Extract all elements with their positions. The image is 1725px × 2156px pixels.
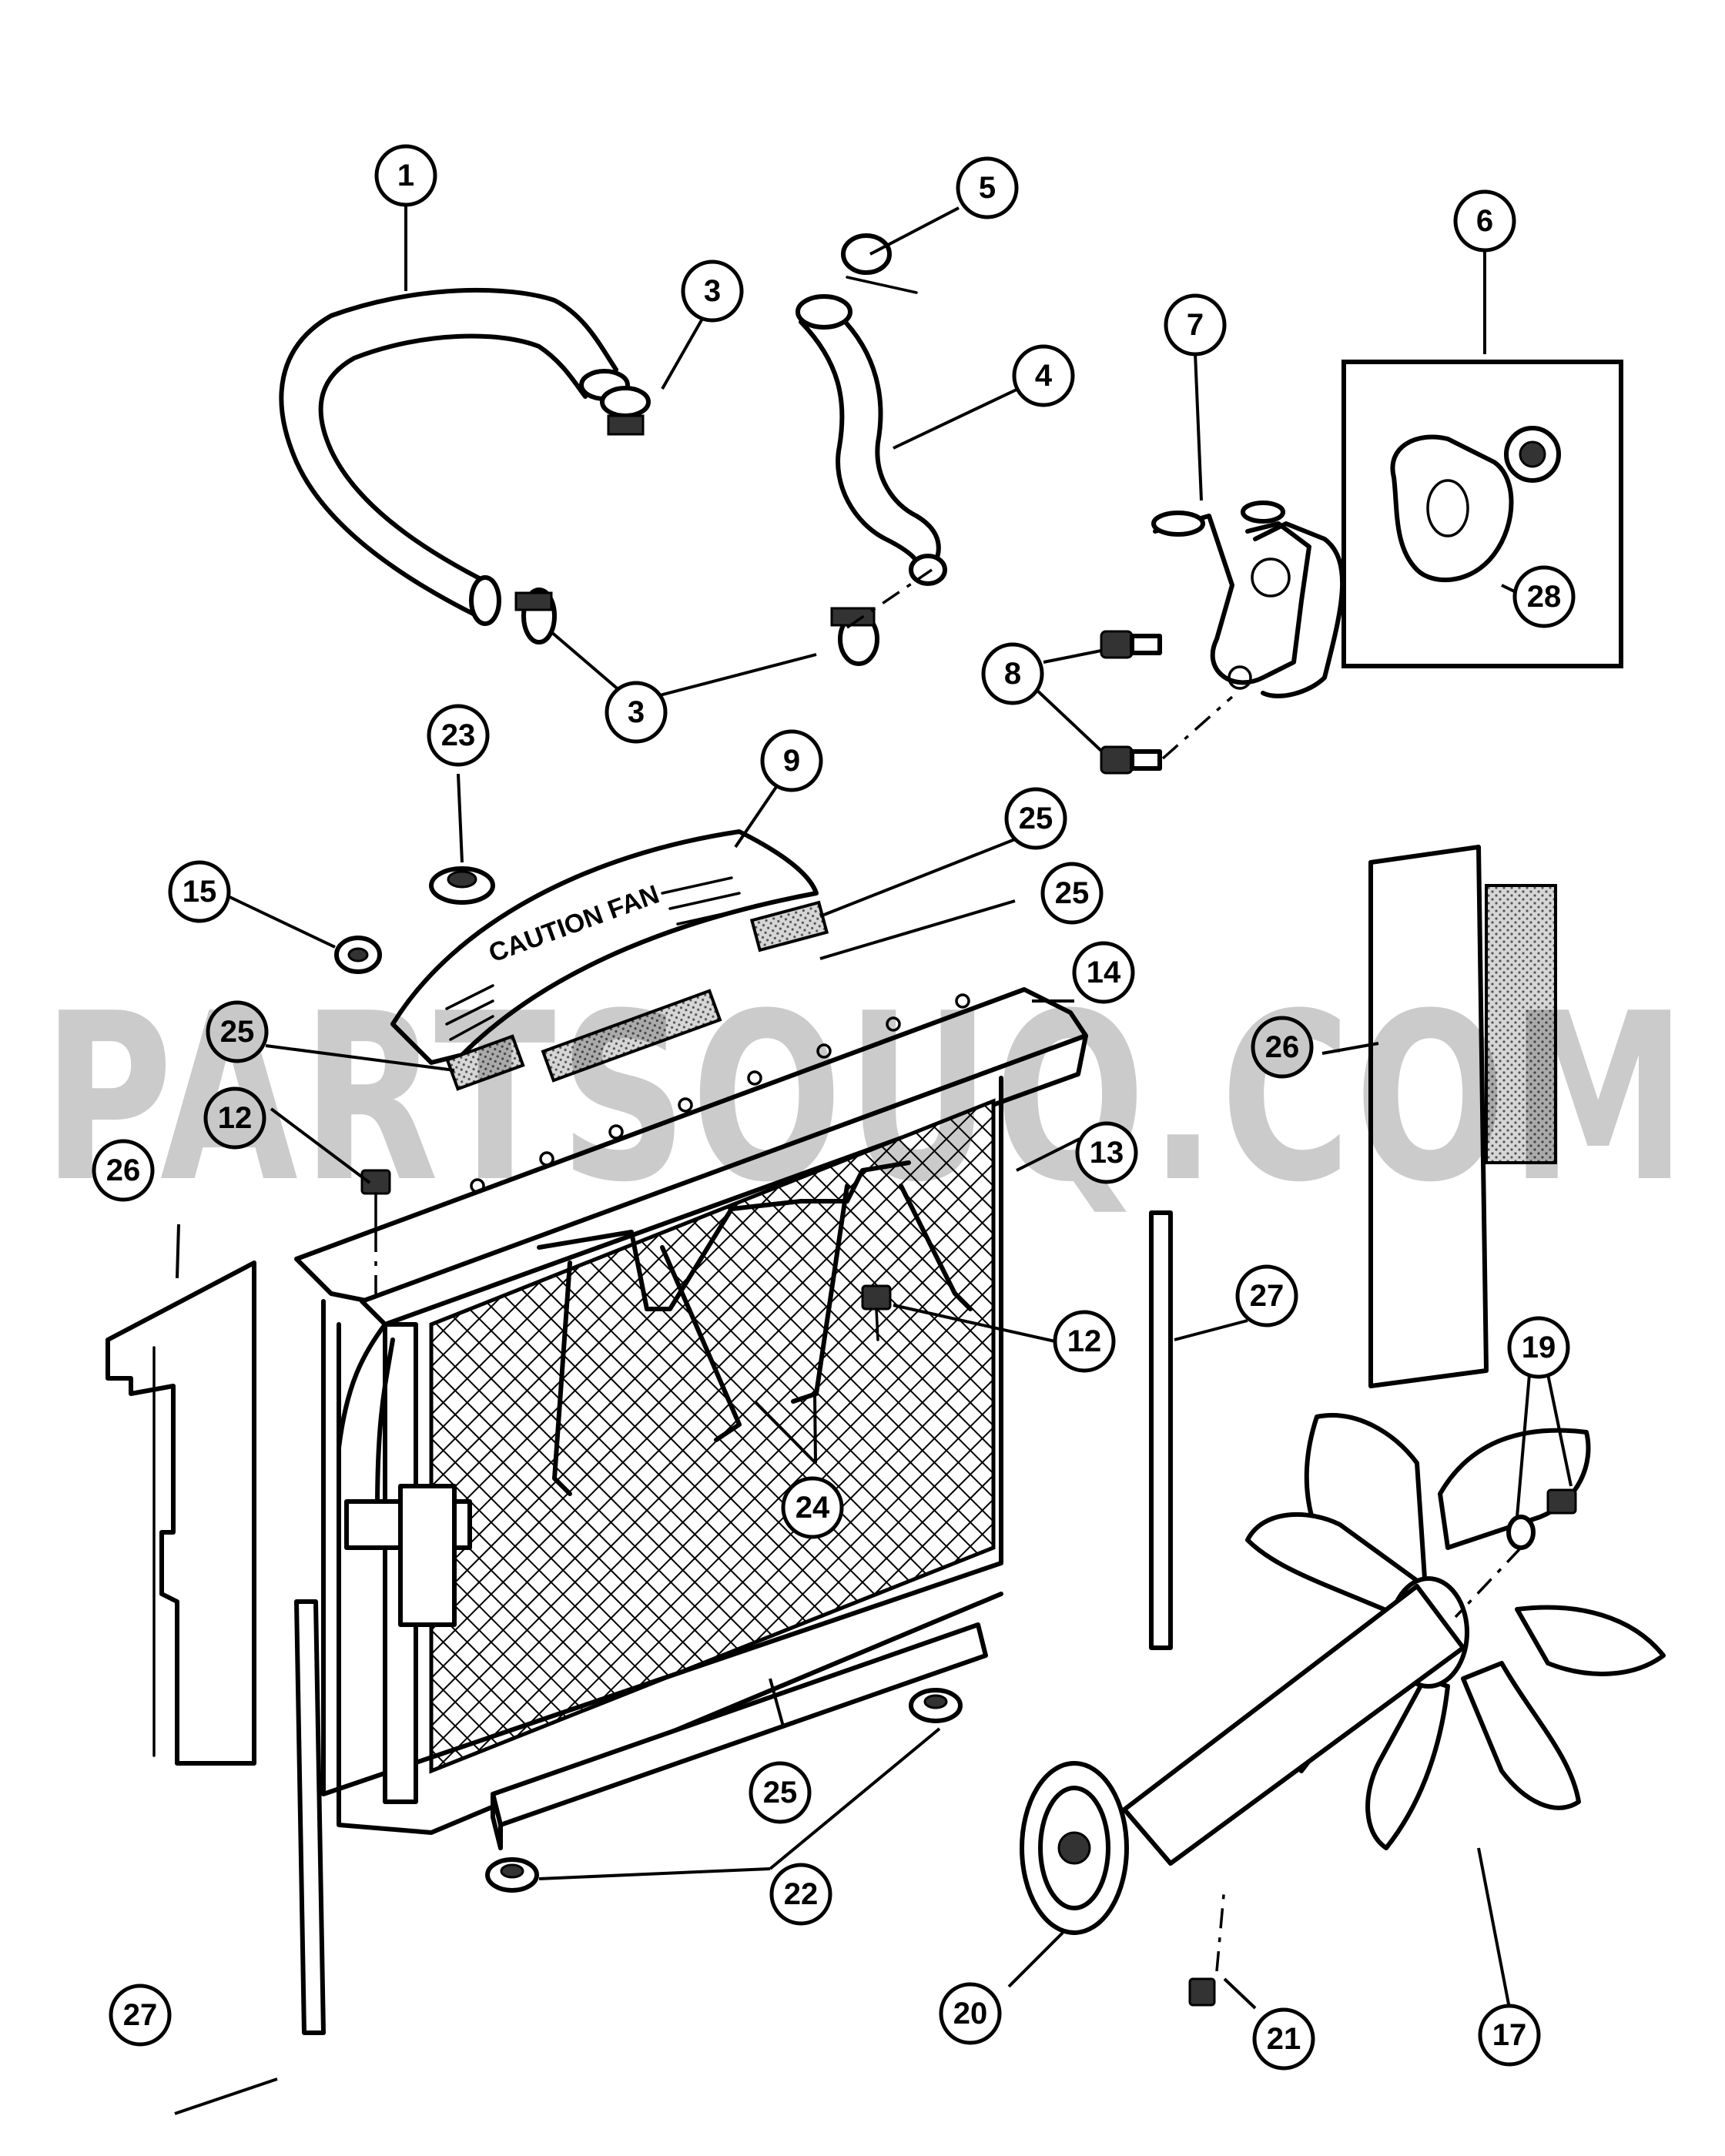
callout-label: 3 [628, 695, 645, 729]
callout-label: 17 [1492, 2018, 1527, 2052]
callout-label: 15 [183, 875, 217, 909]
callout-label: 28 [1527, 580, 1562, 614]
callout-8: 8 [981, 642, 1044, 705]
callout-15: 15 [168, 860, 231, 923]
callout-3-upper: 3 [681, 259, 744, 323]
callout-label: 25 [1055, 876, 1090, 910]
callout-14: 14 [1072, 941, 1135, 1004]
callout-label: 6 [1476, 204, 1493, 238]
hose-clamp-lower-right [830, 607, 879, 666]
hose-clamp-top-right [841, 233, 918, 294]
callout-label: 24 [796, 1491, 830, 1525]
callout-24: 24 [781, 1476, 844, 1539]
callout-19: 19 [1507, 1316, 1570, 1379]
hose-clamp-upper [600, 386, 651, 436]
upper-radiator-hose [279, 287, 630, 626]
callout-7: 7 [1164, 293, 1227, 357]
callout-21: 21 [1252, 2007, 1315, 2071]
callout-label: 25 [220, 1015, 255, 1049]
callout-label: 27 [123, 1998, 158, 2032]
callout-23: 23 [427, 704, 490, 767]
callout-label: 21 [1267, 2022, 1301, 2056]
clutch-bolt [1188, 1886, 1226, 2007]
callout-label: 7 [1187, 308, 1204, 342]
callout-17: 17 [1478, 2004, 1541, 2067]
fan-clutch-shaft [1020, 1584, 1465, 1935]
callout-label: 19 [1522, 1331, 1556, 1364]
fan-shroud: CAUTION FAN [390, 829, 819, 1065]
callout-label: 1 [397, 159, 414, 192]
callout-label: 4 [1035, 359, 1053, 393]
fan-blade-assembly [1245, 1413, 1666, 1850]
seal-strip-1 [749, 900, 829, 952]
callout-label: 8 [1004, 657, 1021, 691]
callout-26-left: 26 [92, 1139, 155, 1202]
side-air-seal-left [106, 1260, 256, 1766]
callout-label: 12 [1067, 1324, 1102, 1358]
callout-label: 9 [783, 744, 800, 778]
seal-strip-bottom [491, 1622, 988, 1850]
callout-25-middle: 25 [1040, 862, 1104, 925]
callout-27-right: 27 [1235, 1264, 1298, 1327]
callout-25-top: 25 [1004, 787, 1067, 850]
callout-26-right: 26 [1251, 1016, 1314, 1079]
lower-radiator-hose [796, 294, 947, 586]
callout-9: 9 [760, 729, 823, 792]
housing-bolt-lower [1100, 745, 1162, 775]
callout-13: 13 [1075, 1121, 1138, 1184]
vertical-seal-right [1149, 1210, 1173, 1650]
mounting-bolt-left [360, 1169, 391, 1301]
callout-label: 26 [1265, 1030, 1300, 1064]
callout-label: 3 [704, 274, 721, 308]
watermark: PARTSOUQ.COM [42, 964, 1690, 1233]
callout-1: 1 [374, 144, 437, 207]
callout-label: 14 [1087, 956, 1121, 989]
seal-strip-3 [445, 1034, 525, 1091]
callout-25-bottom: 25 [749, 1761, 812, 1824]
callout-20: 20 [939, 1982, 1002, 2045]
callout-28: 28 [1512, 565, 1576, 628]
thermostat-housing [1151, 500, 1345, 698]
callout-22: 22 [769, 1863, 832, 1926]
grommet [334, 936, 382, 974]
thermostat-kit-box [1341, 360, 1623, 668]
radiator-assembly [294, 987, 1088, 1835]
callout-3-lower: 3 [605, 681, 668, 744]
callout-label: 22 [784, 1877, 819, 1911]
seal-strip-2 [541, 989, 722, 1083]
callout-12-center: 12 [1053, 1310, 1116, 1373]
callout-label: 13 [1090, 1136, 1124, 1170]
callout-6: 6 [1453, 189, 1516, 253]
callout-label: 12 [218, 1101, 253, 1135]
callout-label: 25 [763, 1776, 798, 1810]
callout-label: 20 [953, 1997, 988, 2030]
thermostat-gasket [1390, 434, 1514, 583]
callout-5: 5 [956, 156, 1019, 219]
callout-label: 23 [441, 718, 476, 752]
housing-bolt-upper [1100, 630, 1162, 659]
callout-label: 27 [1250, 1279, 1285, 1313]
callout-label: 26 [106, 1153, 141, 1187]
hose-clamp-centerline [846, 568, 933, 629]
radiator-mount-upper [909, 1688, 963, 1723]
bolt-centerline [1161, 695, 1234, 760]
callout-4: 4 [1012, 344, 1075, 407]
radiator-mount-lower [485, 1857, 539, 1893]
callout-12-left: 12 [203, 1086, 266, 1150]
radiator-cap [429, 866, 495, 905]
mounting-bolt-center [861, 1284, 892, 1341]
hose-clamp-lower-left [514, 588, 557, 644]
callout-27-left: 27 [109, 1984, 172, 2047]
vertical-seal-left [294, 1599, 326, 2035]
fan-bolt [1454, 1488, 1577, 1619]
callout-label: 5 [979, 171, 996, 205]
side-air-seal-right [1368, 845, 1557, 1388]
callout-label: 25 [1019, 802, 1053, 835]
callout-25-left: 25 [206, 1000, 269, 1063]
leader-lines [174, 202, 1573, 2115]
